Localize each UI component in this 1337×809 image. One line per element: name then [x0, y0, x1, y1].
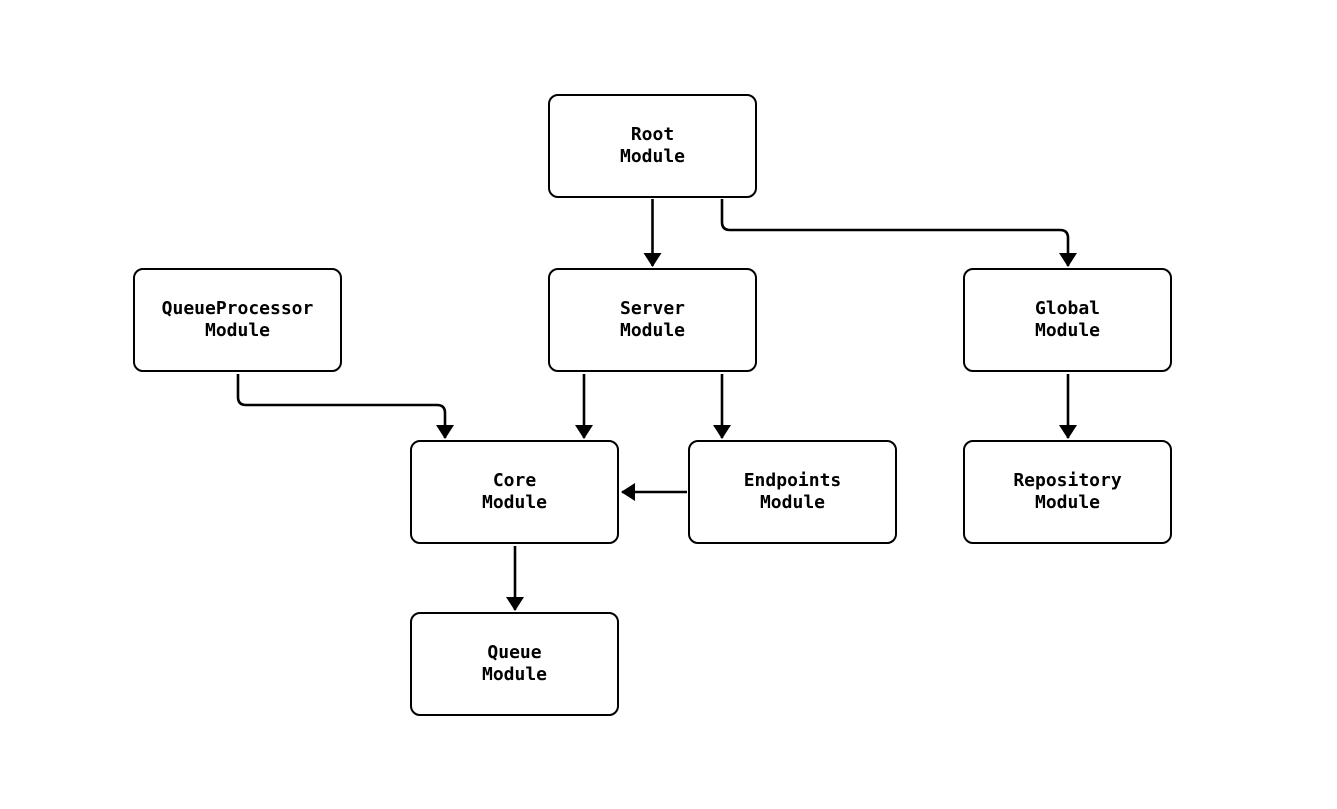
- node-repository-module: Repository Module: [963, 440, 1172, 544]
- node-queue-module: Queue Module: [410, 612, 619, 716]
- edge-queueprocessor-to-core: [236, 374, 454, 439]
- node-core-module: Core Module: [410, 440, 619, 544]
- edge-root-to-global: [720, 199, 1077, 267]
- node-server-module: Server Module: [548, 268, 757, 372]
- node-root-module: Root Module: [548, 94, 757, 198]
- node-queueprocessor-module: QueueProcessor Module: [133, 268, 342, 372]
- node-global-module: Global Module: [963, 268, 1172, 372]
- node-endpoints-module: Endpoints Module: [688, 440, 897, 544]
